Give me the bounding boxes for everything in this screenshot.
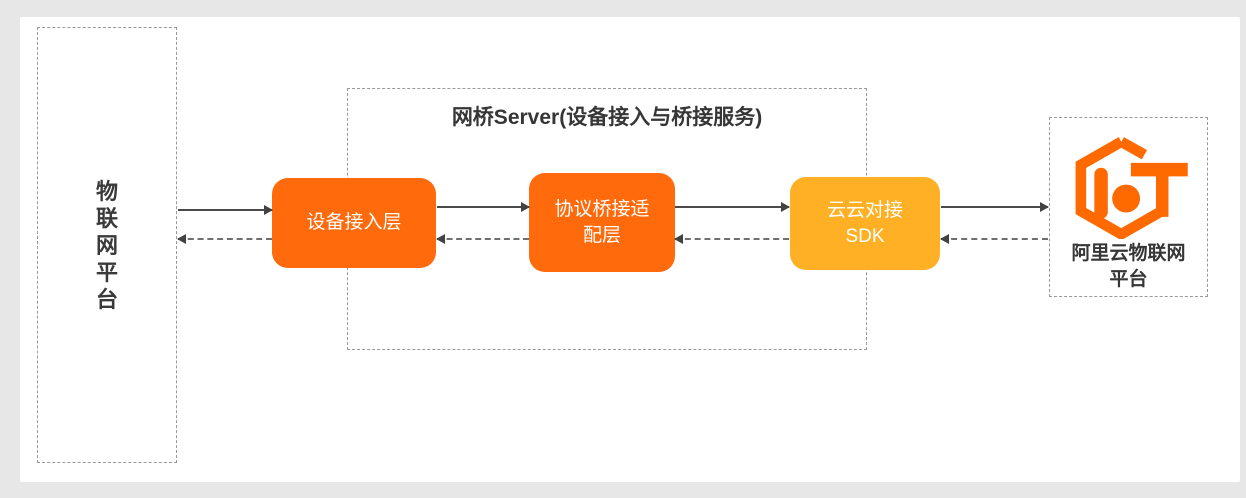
arrow-forward-access-to-bridge	[437, 202, 530, 212]
node-device-access-layer: 设备接入层	[272, 178, 436, 268]
node-device-access-label: 设备接入层	[306, 212, 402, 233]
arrow-return-aliyun-to-sdk	[940, 234, 1048, 244]
node-cloud-sdk: 云云对接 SDK	[790, 177, 940, 270]
aliyun-iot-platform-label: 阿里云物联网 平台	[1071, 243, 1186, 290]
aliyun-iot-platform-box: 阿里云物联网 平台	[1049, 117, 1208, 297]
arrowhead-right-icon	[781, 202, 790, 212]
arrowhead-right-icon	[1040, 202, 1049, 212]
arrow-forward-platform-to-access	[178, 205, 273, 215]
arrowhead-left-icon	[674, 234, 683, 244]
diagram-canvas: 物 联 网 平 台 网桥Server(设备接入与桥接服务) 设备接入层 协议桥接…	[20, 17, 1240, 482]
arrowhead-right-icon	[264, 205, 273, 215]
node-protocol-bridge-layer: 协议桥接适 配层	[529, 173, 675, 272]
arrowhead-right-icon	[521, 202, 530, 212]
arrow-forward-sdk-to-aliyun	[941, 202, 1049, 212]
node-cloud-sdk-label: 云云对接 SDK	[826, 199, 903, 247]
arrowhead-left-icon	[177, 234, 186, 244]
arrow-return-sdk-to-bridge	[674, 234, 789, 244]
iot-platform-label: 物 联 网 平 台	[95, 178, 118, 312]
arrow-return-bridge-to-access	[436, 234, 529, 244]
node-protocol-bridge-label: 协议桥接适 配层	[554, 198, 650, 246]
aliyun-iot-logo-icon	[1068, 135, 1190, 241]
arrow-forward-bridge-to-sdk	[675, 202, 790, 212]
iot-platform-box: 物 联 网 平 台	[37, 27, 177, 463]
bridge-server-title: 网桥Server(设备接入与桥接服务)	[451, 106, 763, 129]
arrowhead-left-icon	[436, 234, 445, 244]
arrowhead-left-icon	[940, 234, 949, 244]
arrow-return-access-to-platform	[177, 234, 272, 244]
